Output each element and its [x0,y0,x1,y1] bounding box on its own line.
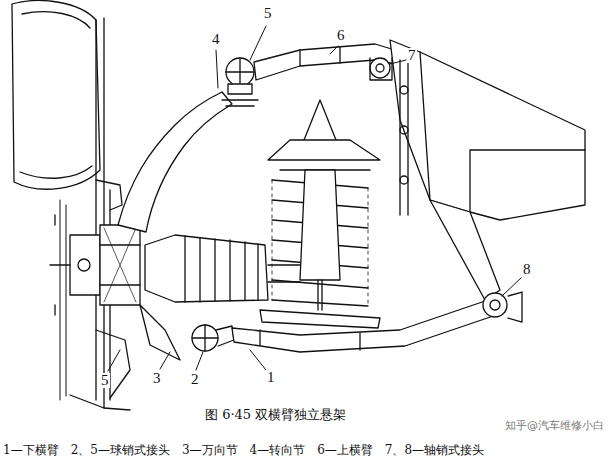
callout-number: 2 [190,372,200,387]
part-key: 7、8—轴销式接头 [385,442,484,459]
part-key: 2、5—球销式接头 [71,442,170,459]
callout-number: 8 [522,262,532,277]
part-key: 3—万向节 [182,442,238,459]
callout-number: 4 [211,32,221,47]
part-key: 1—下横臂 [3,442,59,459]
watermark: 知乎@汽车维修小白 [505,420,604,431]
legend-key-row: 1—下横臂 2、5—球销式接头 3—万向节 4—转向节 6—上横臂 7、8—轴销式接头 [3,442,484,459]
callout-number: 3 [152,371,162,386]
part-key: 6—上横臂 [317,442,373,459]
part-key: 4—转向节 [250,442,306,459]
callout-number: 6 [336,28,346,43]
callout-number: 1 [266,370,276,385]
callout-number: 5 [100,373,110,388]
figure-caption: 图 6·45 双横臂独立悬架 [205,408,346,421]
callout-number: 5 [263,6,273,21]
callout-number: 7 [407,48,417,63]
